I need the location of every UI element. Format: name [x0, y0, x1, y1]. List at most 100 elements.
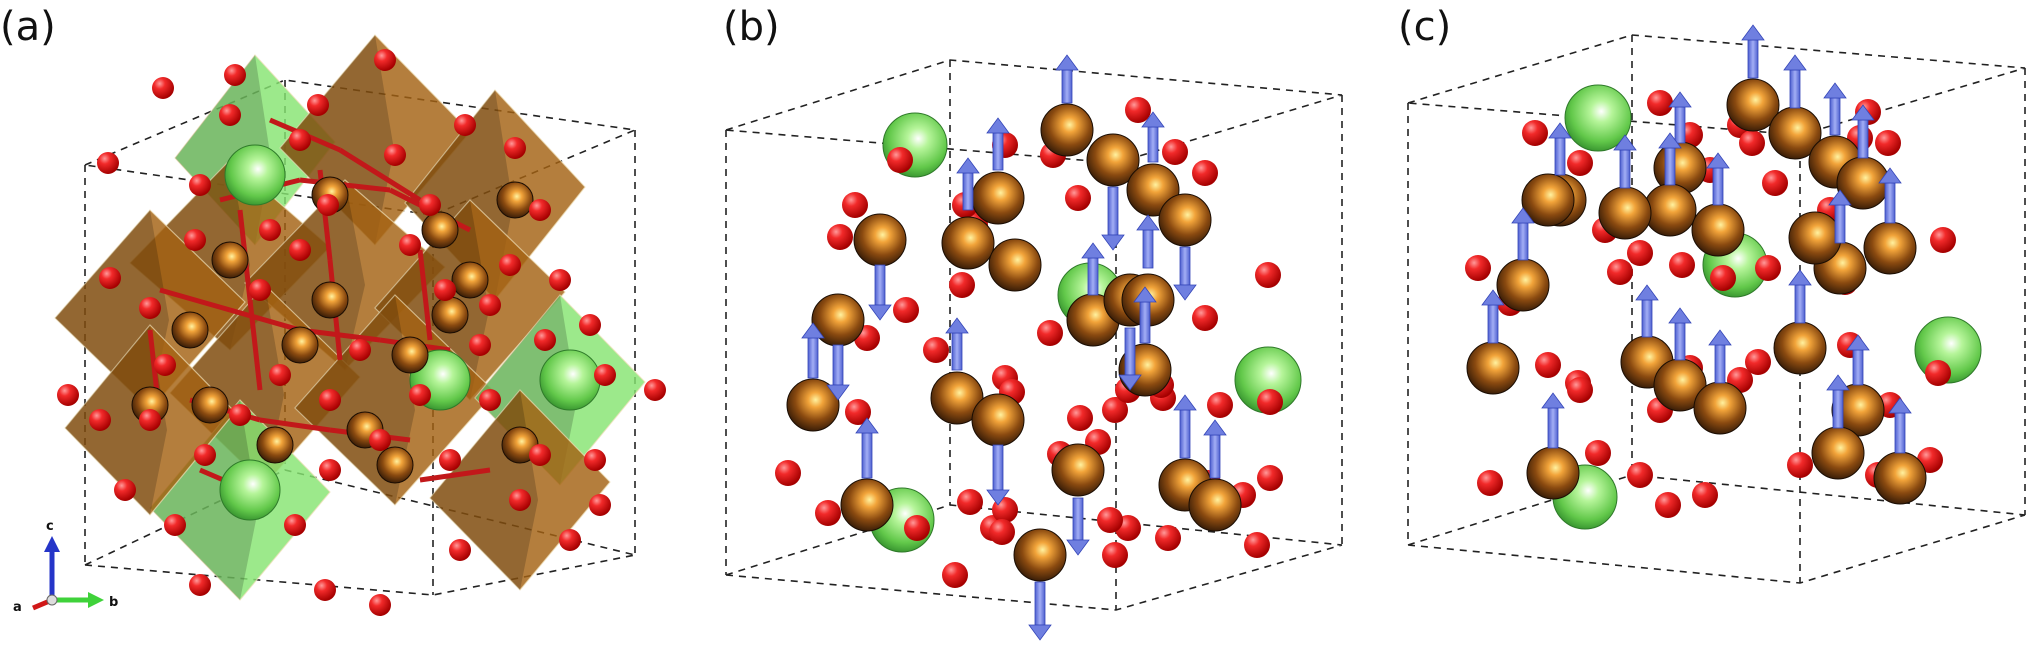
oxygen-atom	[842, 192, 868, 218]
oxygen-atom	[319, 459, 341, 481]
oxygen-atom	[1647, 90, 1673, 116]
oxygen-atom	[887, 147, 913, 173]
oxygen-atom	[1192, 305, 1218, 331]
oxygen-atom	[594, 364, 616, 386]
oxygen-atom	[229, 404, 251, 426]
metal-atom	[311, 281, 349, 319]
arrow-icon	[1066, 497, 1090, 556]
metal-atom	[1051, 443, 1105, 497]
oxygen-atom	[1745, 349, 1771, 375]
oxygen-atom	[57, 384, 79, 406]
axis-triad-icon: c b a	[13, 519, 118, 615]
oxygen-atom	[479, 389, 501, 411]
arrow-icon	[855, 417, 879, 479]
arrow-icon	[1668, 307, 1692, 361]
arrow-icon	[1851, 104, 1875, 159]
oxygen-atom	[1930, 227, 1956, 253]
panel-b: (b)	[723, 4, 1343, 641]
metal-atom	[1466, 341, 1520, 395]
oxygen-atom	[529, 199, 551, 221]
arrow-icon	[1055, 54, 1079, 104]
panel-label-b: (b)	[723, 4, 780, 50]
atoms-layer-c	[1465, 24, 1982, 530]
oxygen-atom	[1627, 462, 1653, 488]
oxygen-atom	[307, 94, 329, 116]
oxygen-atom	[317, 194, 339, 216]
oxygen-atom	[434, 279, 456, 301]
arrow-icon	[1118, 327, 1142, 391]
metal-atom	[1693, 381, 1747, 435]
oxygen-atom	[164, 514, 186, 536]
arrow-icon	[1173, 394, 1197, 459]
metal-atom	[1691, 203, 1745, 257]
arrow-icon	[1658, 132, 1682, 186]
oxygen-atom	[1192, 160, 1218, 186]
arrow-icon	[1613, 134, 1637, 189]
oxygen-atom	[1787, 452, 1813, 478]
metal-atom	[451, 261, 489, 299]
arrow-icon	[1708, 329, 1732, 384]
oxygen-atom	[1257, 389, 1283, 415]
metal-atom	[211, 241, 249, 279]
arrow-icon	[1741, 24, 1765, 79]
axis-label-c: c	[46, 519, 54, 534]
a-site-atom	[1564, 84, 1632, 152]
metal-atom	[1643, 183, 1697, 237]
arrow-icon	[945, 317, 969, 371]
oxygen-atom	[1762, 170, 1788, 196]
axis-label-a: a	[13, 600, 22, 615]
a-site-atom	[539, 349, 601, 411]
metal-atom	[421, 211, 459, 249]
oxygen-atom	[374, 49, 396, 71]
oxygen-atom	[184, 229, 206, 251]
oxygen-atom	[189, 174, 211, 196]
oxygen-atom	[369, 429, 391, 451]
oxygen-atom	[99, 267, 121, 289]
oxygen-atom	[904, 515, 930, 541]
oxygen-atom	[89, 409, 111, 431]
oxygen-atom	[579, 314, 601, 336]
oxygen-atom	[1669, 252, 1695, 278]
oxygen-atom	[949, 272, 975, 298]
a-site-atom	[219, 459, 281, 521]
metal-atom	[1726, 78, 1780, 132]
arrow-icon	[1203, 419, 1227, 479]
oxygen-atom	[479, 294, 501, 316]
oxygen-atom	[114, 479, 136, 501]
oxygen-atom	[384, 144, 406, 166]
panel-label-a: (a)	[0, 4, 56, 50]
oxygen-atom	[893, 297, 919, 323]
metal-atom	[1598, 186, 1652, 240]
arrow-icon	[1101, 186, 1125, 251]
oxygen-atom	[589, 494, 611, 516]
oxygen-atom	[349, 339, 371, 361]
oxygen-atom	[439, 449, 461, 471]
atoms-layer-a	[57, 49, 666, 616]
oxygen-atom	[1067, 405, 1093, 431]
oxygen-atom	[224, 64, 246, 86]
oxygen-atom	[989, 519, 1015, 545]
metal-atom	[256, 426, 294, 464]
arrow-icon	[1788, 269, 1812, 324]
arrow-icon	[1133, 286, 1157, 344]
oxygen-atom	[269, 364, 291, 386]
oxygen-atom	[469, 334, 491, 356]
metal-atom	[1496, 258, 1550, 312]
oxygen-atom	[1257, 465, 1283, 491]
metal-atom	[1873, 451, 1927, 505]
oxygen-atom	[957, 489, 983, 515]
a-site-atom	[224, 144, 286, 206]
oxygen-atom	[504, 137, 526, 159]
oxygen-atom	[1567, 377, 1593, 403]
oxygen-atom	[549, 269, 571, 291]
oxygen-atom	[534, 329, 556, 351]
octahedra-layer	[54, 34, 646, 601]
arrow-icon	[1511, 207, 1535, 261]
oxygen-atom	[409, 384, 431, 406]
metal-atom	[1773, 321, 1827, 375]
atoms-layer-b	[775, 54, 1302, 641]
arrow-icon	[1541, 392, 1565, 449]
oxygen-atom	[419, 194, 441, 216]
metal-atom	[971, 171, 1025, 225]
metal-atom	[171, 311, 209, 349]
